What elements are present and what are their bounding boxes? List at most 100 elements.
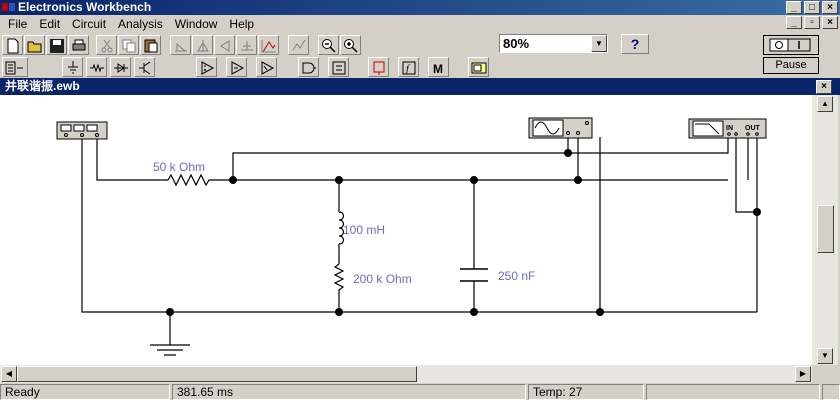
indicator-icon xyxy=(373,61,385,75)
analysis-graphs-button[interactable] xyxy=(288,35,309,55)
zoom-level-select[interactable]: 80% ▼ xyxy=(499,34,608,53)
vertical-scrollbar[interactable]: ▲ ▼ xyxy=(812,95,838,365)
app-title-bar: Electronics Workbench _ □ × xyxy=(0,0,840,15)
zoom-in-button[interactable] xyxy=(340,35,361,55)
pause-button[interactable]: Pause xyxy=(763,57,819,74)
power-switch-icon xyxy=(769,38,811,52)
document-close-icon[interactable]: × xyxy=(816,80,832,94)
new-file-icon xyxy=(7,38,19,54)
printer-icon xyxy=(72,39,86,51)
minimize-icon[interactable]: _ xyxy=(786,1,802,14)
menu-file[interactable]: File xyxy=(8,17,28,31)
scroll-down-icon[interactable]: ▼ xyxy=(817,348,833,364)
scroll-up-icon[interactable]: ▲ xyxy=(817,96,833,112)
zoom-level-value: 80% xyxy=(503,36,530,51)
flip-vertical-button[interactable] xyxy=(192,35,213,55)
resistor-r1[interactable] xyxy=(167,173,212,187)
component-properties-icon xyxy=(241,41,253,51)
clipboard-icon xyxy=(144,39,158,53)
menu-help[interactable]: Help xyxy=(229,17,255,31)
instruments-bin-button[interactable] xyxy=(468,57,489,77)
component-properties-button[interactable] xyxy=(236,35,257,55)
resistor-r2[interactable] xyxy=(333,263,345,292)
document-title: 并联谐振.ewb xyxy=(5,79,80,93)
favorites-bin-button[interactable] xyxy=(2,57,28,77)
app-icon xyxy=(2,3,15,11)
size-grip-icon[interactable] xyxy=(822,384,840,400)
vertical-scroll-thumb[interactable] xyxy=(817,205,834,253)
maximize-icon[interactable]: □ xyxy=(804,1,820,14)
document-window-controls: _ ▫ × xyxy=(786,16,838,29)
basic-bin-button[interactable] xyxy=(86,57,107,77)
paste-button[interactable] xyxy=(140,35,161,55)
digital-ic-icon xyxy=(261,61,275,75)
horizontal-scroll-thumb[interactable] xyxy=(17,366,417,382)
new-file-button[interactable] xyxy=(2,35,23,55)
controls-bin-button[interactable]: f xyxy=(398,57,419,77)
sources-bin-button[interactable] xyxy=(62,57,83,77)
main-toolbar xyxy=(0,34,840,56)
control-function-icon: f xyxy=(402,61,416,75)
menu-circuit[interactable]: Circuit xyxy=(72,17,107,31)
resistor-bin-icon xyxy=(90,63,104,73)
digital-ics-bin-button[interactable] xyxy=(256,57,277,77)
status-bar: Ready 381.65 ms Temp: 27 xyxy=(0,383,840,400)
indicators-bin-button[interactable] xyxy=(368,57,389,77)
status-temp: Temp: 27 xyxy=(528,384,644,400)
circuit-canvas[interactable]: IN OUT 50 k Ohm 100 mH 200 k Ohm 250 nF xyxy=(0,95,812,365)
app-title: Electronics Workbench xyxy=(18,0,152,14)
doc-close-icon[interactable]: × xyxy=(822,16,838,29)
scroll-left-icon[interactable]: ◀ xyxy=(1,366,17,382)
capacitor-c1[interactable] xyxy=(460,268,488,282)
ground-symbol[interactable] xyxy=(150,344,190,356)
function-generator[interactable] xyxy=(56,121,108,140)
miscellaneous-bin-button[interactable]: M xyxy=(428,57,449,77)
zoom-in-icon xyxy=(344,39,358,53)
chevron-down-icon[interactable]: ▼ xyxy=(591,35,607,52)
close-icon[interactable]: × xyxy=(822,1,838,14)
power-switch[interactable] xyxy=(763,35,819,55)
copy-button[interactable] xyxy=(118,35,139,55)
create-subcircuit-button[interactable] xyxy=(258,35,279,55)
status-time: 381.65 ms xyxy=(172,384,526,400)
menu-window[interactable]: Window xyxy=(174,17,218,31)
flip-horizontal-button[interactable] xyxy=(214,35,235,55)
transistor-icon xyxy=(139,61,151,75)
doc-restore-icon[interactable]: ▫ xyxy=(804,16,820,29)
doc-minimize-icon[interactable]: _ xyxy=(786,16,802,29)
cut-button[interactable] xyxy=(96,35,117,55)
resistor-r2-label: 200 k Ohm xyxy=(353,272,412,286)
horizontal-scrollbar[interactable]: ◀ ▶ xyxy=(0,365,812,383)
resistor-r1-label: 50 k Ohm xyxy=(153,160,205,174)
open-file-button[interactable] xyxy=(24,35,45,55)
diodes-bin-button[interactable] xyxy=(110,57,131,77)
oscilloscope[interactable] xyxy=(528,117,593,139)
wire-gen-to-r1 xyxy=(96,137,168,181)
transistors-bin-button[interactable] xyxy=(134,57,155,77)
print-button[interactable] xyxy=(68,35,89,55)
bode-in-label: IN xyxy=(726,125,733,132)
junction-dots xyxy=(166,149,761,316)
status-empty xyxy=(646,384,820,400)
logic-gates-bin-button[interactable] xyxy=(298,57,319,77)
analog-ics-bin-button[interactable] xyxy=(196,57,217,77)
save-button[interactable] xyxy=(46,35,67,55)
rotate-button[interactable] xyxy=(170,35,191,55)
scroll-right-icon[interactable]: ▶ xyxy=(795,366,811,382)
misc-m-icon: M xyxy=(433,62,443,76)
help-button[interactable]: ? xyxy=(621,34,649,54)
inductor-l1[interactable] xyxy=(338,211,345,245)
scissors-icon xyxy=(101,39,113,53)
digital-bin-button[interactable] xyxy=(328,57,349,77)
menu-edit[interactable]: Edit xyxy=(39,17,61,31)
wire-bode-in-minus xyxy=(735,137,757,213)
opamp-icon xyxy=(201,61,215,75)
zoom-out-button[interactable] xyxy=(318,35,339,55)
bode-plotter[interactable]: IN OUT xyxy=(688,118,767,139)
folder-open-icon xyxy=(27,41,42,53)
menu-analysis[interactable]: Analysis xyxy=(118,17,163,31)
logic-gate-icon xyxy=(302,62,316,74)
inductor-label: 100 mH xyxy=(343,223,385,237)
mixed-ics-bin-button[interactable] xyxy=(226,57,247,77)
mixed-ic-icon xyxy=(231,61,245,75)
